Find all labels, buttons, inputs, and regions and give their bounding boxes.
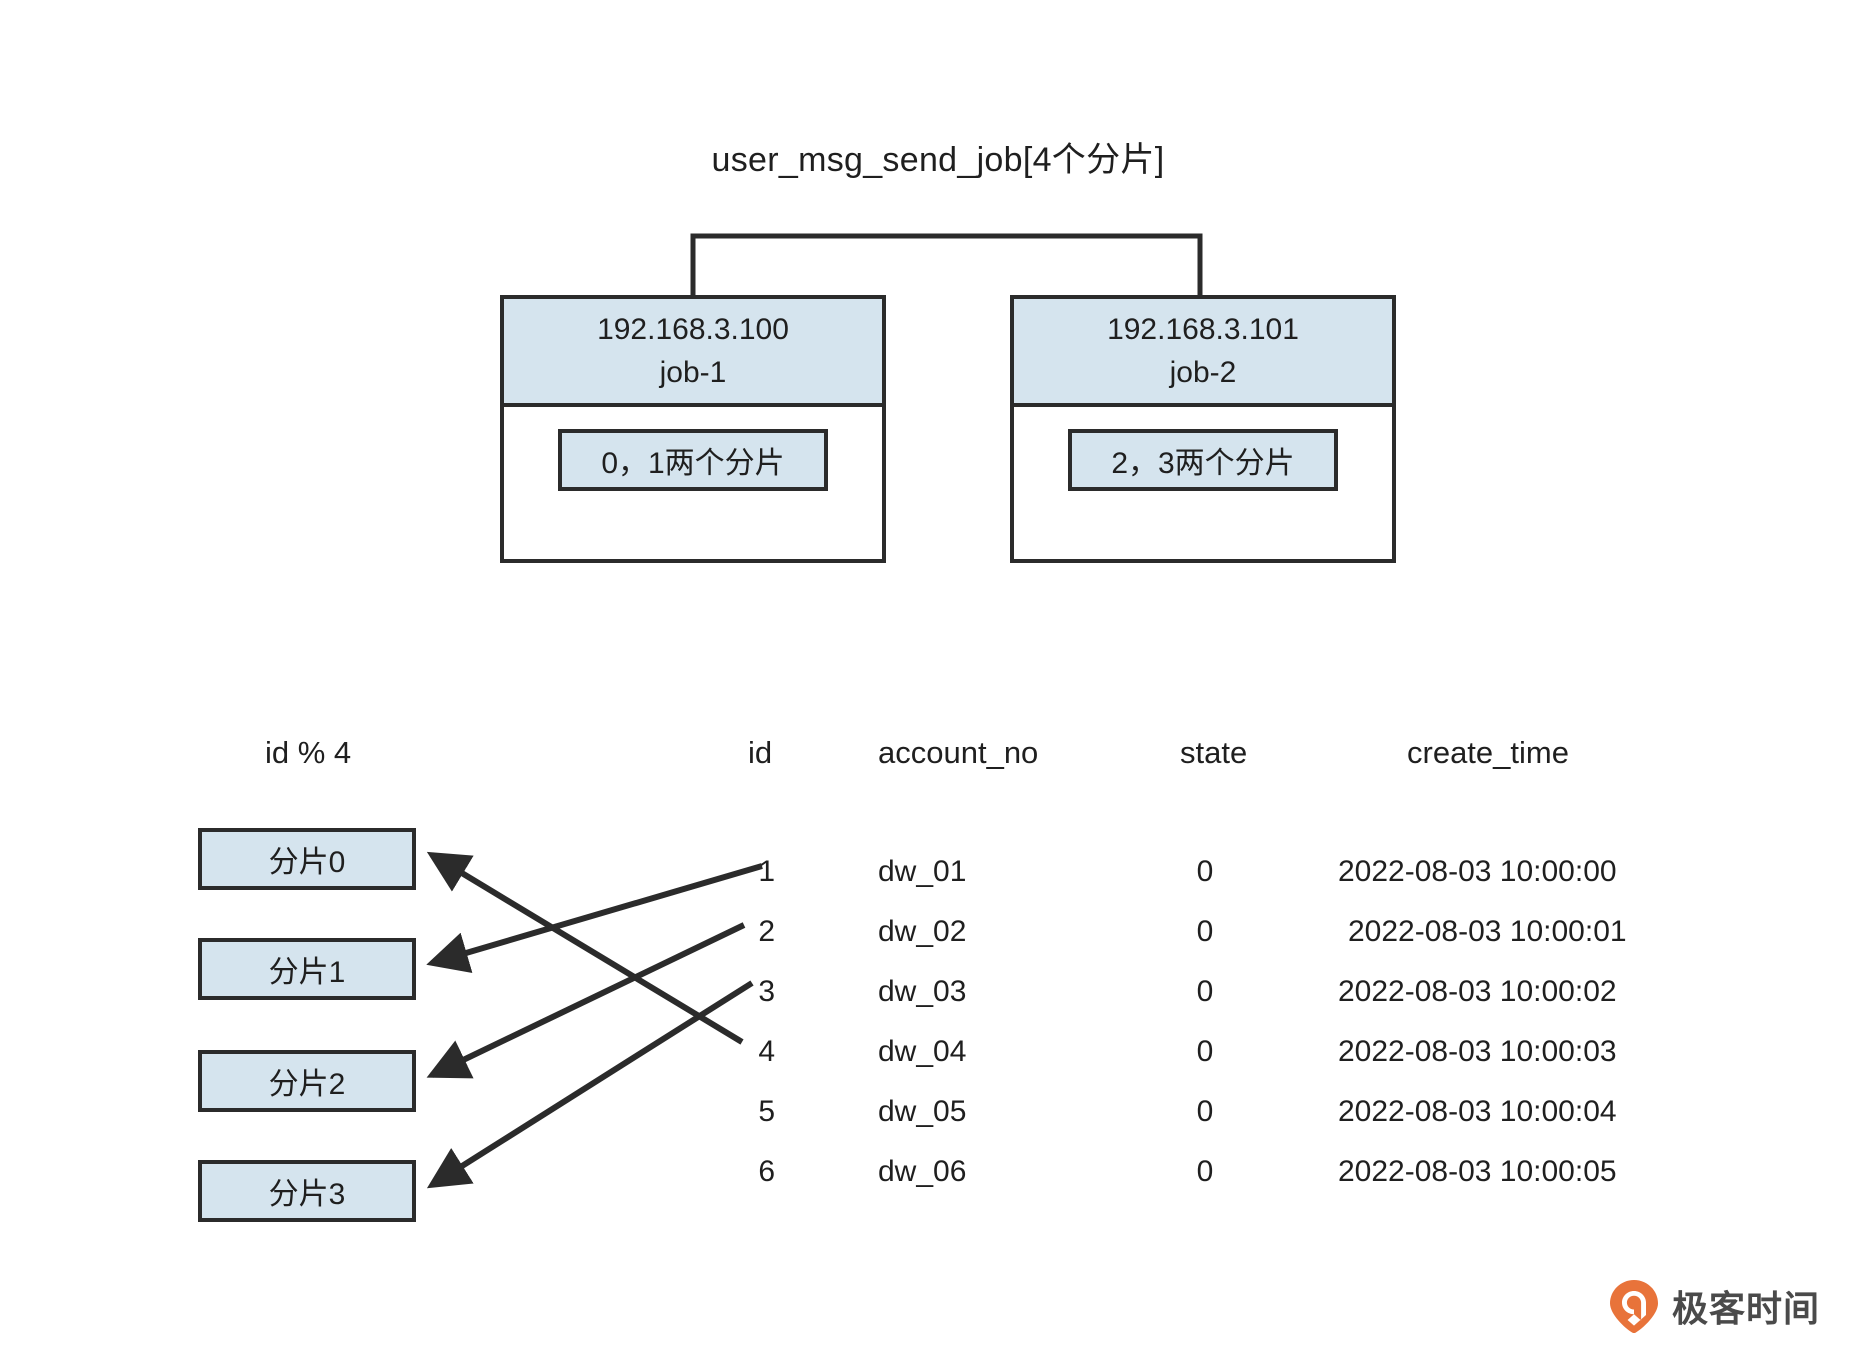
table-row-1-create-time: 2022-08-03 10:00:00 (1338, 855, 1617, 888)
table-row-5-id: 5 (758, 1095, 775, 1128)
shard-box-0[interactable]: 分片0 (198, 828, 416, 890)
table-row-5-state: 0 (1196, 1095, 1214, 1128)
job-node-2-ip: 192.168.3.101 (1107, 312, 1299, 346)
table-row-3-account-no: dw_03 (878, 975, 967, 1008)
shard-box-1[interactable]: 分片1 (198, 938, 416, 1000)
shard-box-3[interactable]: 分片3 (198, 1160, 416, 1222)
table-row-2-state: 0 (1196, 915, 1214, 948)
shard-box-2-label: 分片2 (268, 1068, 346, 1101)
shard-box-0-label: 分片0 (268, 846, 346, 879)
table-row-3-id: 3 (758, 975, 775, 1008)
job-node-1-body: 0，1两个分片 (504, 407, 882, 563)
table-row-6-state: 0 (1196, 1155, 1214, 1188)
job-node-2-body: 2，3两个分片 (1014, 407, 1392, 563)
job-node-2-shard-assignment: 2，3两个分片 (1068, 429, 1338, 491)
table-row-1-account-no: dw_01 (878, 855, 967, 888)
shard-box-2[interactable]: 分片2 (198, 1050, 416, 1112)
job-node-2-name: job-2 (1169, 356, 1237, 389)
arrow-id-3-to-shard-3 (426, 980, 754, 1189)
job-node-1-shard-assignment: 0，1两个分片 (558, 429, 828, 491)
shard-formula-label: id % 4 (265, 735, 352, 770)
arrow-id-1-to-shard-1 (426, 863, 763, 973)
watermark-logo: 极客时间 (1608, 1278, 1820, 1334)
job-node-2-header: 192.168.3.101 job-2 (1014, 299, 1392, 407)
job-node-1-header: 192.168.3.100 job-1 (504, 299, 882, 407)
column-header-id: id (748, 735, 773, 770)
column-header-state: state (1180, 735, 1248, 770)
table-row-6-account-no: dw_06 (878, 1155, 967, 1188)
table-row-2-id: 2 (758, 915, 775, 948)
watermark-text: 极客时间 (1672, 1288, 1821, 1329)
page-title: user_msg_send_job[4个分片] (711, 141, 1165, 179)
table-row-5-account-no: dw_05 (878, 1095, 967, 1128)
job-node-2[interactable]: 192.168.3.101 job-2 2，3两个分片 (1010, 295, 1396, 563)
geekbang-pin-icon (1610, 1280, 1658, 1334)
table-row-4-id: 4 (758, 1035, 775, 1068)
table-row-4-account-no: dw_04 (878, 1035, 967, 1068)
job-node-1[interactable]: 192.168.3.100 job-1 0，1两个分片 (500, 295, 886, 563)
table-row-3-state: 0 (1196, 975, 1214, 1008)
shard-box-3-label: 分片3 (268, 1178, 346, 1211)
table-row-4-state: 0 (1196, 1035, 1214, 1068)
column-header-account-no: account_no (878, 735, 1039, 770)
table-row-3-create-time: 2022-08-03 10:00:02 (1338, 975, 1617, 1008)
table-row-2-create-time: 2022-08-03 10:00:01 (1348, 915, 1627, 948)
table-row-5-create-time: 2022-08-03 10:00:04 (1338, 1095, 1617, 1128)
table-row-1-state: 0 (1196, 855, 1214, 888)
arrow-id-2-to-shard-2 (426, 922, 746, 1079)
table-row-6-create-time: 2022-08-03 10:00:05 (1338, 1155, 1617, 1188)
column-header-create-time: create_time (1407, 735, 1569, 770)
job-node-1-ip: 192.168.3.100 (597, 312, 789, 346)
table-row-1-id: 1 (758, 855, 775, 888)
table-row-6-id: 6 (758, 1155, 775, 1188)
arrow-id-4-to-shard-0 (426, 851, 744, 1045)
shard-box-1-label: 分片1 (268, 956, 346, 989)
job-node-1-name: job-1 (659, 356, 727, 389)
table-row-2-account-no: dw_02 (878, 915, 967, 948)
table-row-4-create-time: 2022-08-03 10:00:03 (1338, 1035, 1617, 1068)
